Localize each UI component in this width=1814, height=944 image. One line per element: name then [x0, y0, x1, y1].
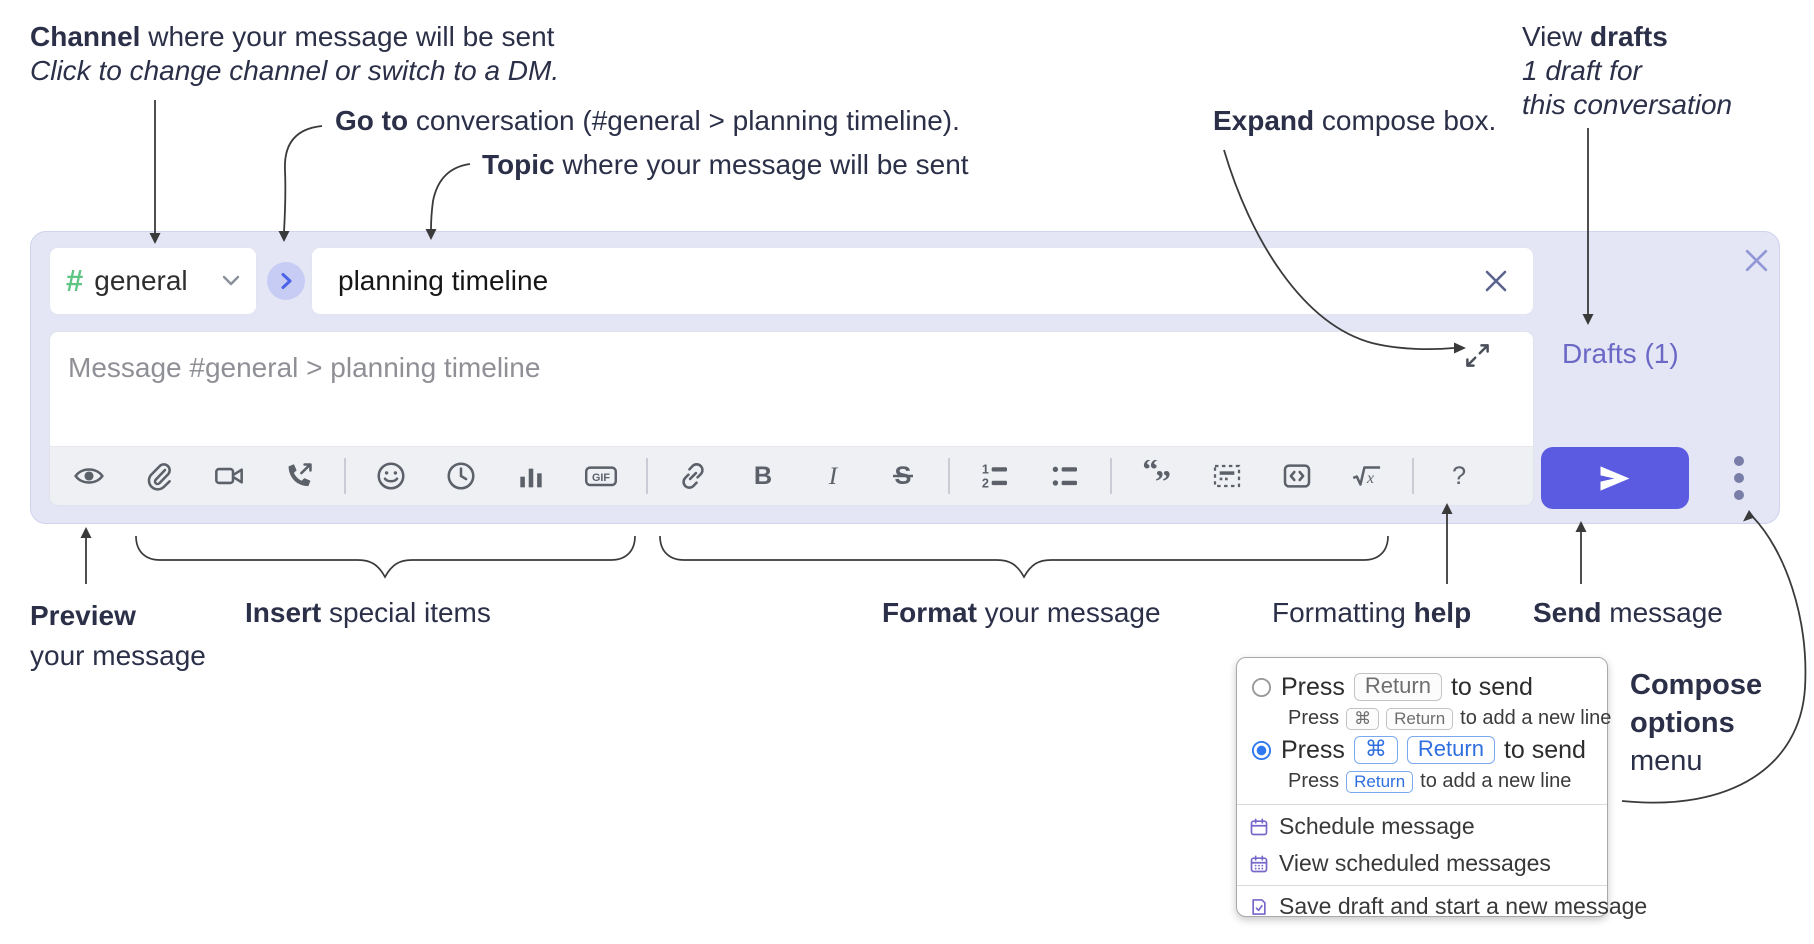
poll-icon[interactable] — [506, 454, 556, 498]
formatting-help-annotation: Formatting help — [1272, 597, 1472, 628]
send-icon — [1600, 465, 1630, 491]
svg-text:”: ” — [1155, 463, 1171, 492]
return-key: Return — [1406, 736, 1495, 764]
toolbar-divider — [1110, 458, 1112, 494]
option-cmd-return-to-send[interactable]: Press ⌘ Return to send — [1251, 733, 1593, 767]
clear-topic-button[interactable] — [1481, 266, 1511, 296]
chevron-down-icon — [222, 275, 240, 287]
svg-text:“: “ — [1142, 460, 1158, 487]
topic-annotation: Topic where your message will be sent — [482, 149, 969, 180]
message-area: Message #general > planning timeline — [49, 331, 1534, 506]
bulleted-list-icon[interactable] — [1040, 454, 1090, 498]
compose-options-button[interactable] — [1719, 447, 1759, 509]
svg-text:2: 2 — [982, 477, 989, 491]
cmd-key: ⌘ — [1353, 736, 1398, 764]
gif-icon[interactable]: GIF — [576, 454, 626, 498]
view-drafts-annotation: View drafts 1 draft for this conversatio… — [1522, 21, 1733, 120]
draft-check-icon — [1252, 898, 1266, 915]
expand-compose-button[interactable] — [1464, 342, 1491, 369]
insert-annotation: Insert special items — [245, 597, 491, 628]
math-icon[interactable]: x — [1342, 454, 1392, 498]
radio-checked-icon — [1251, 740, 1272, 760]
bold-icon[interactable]: B — [738, 454, 788, 498]
audio-call-icon[interactable] — [274, 454, 324, 498]
option-return-subtext: Press ⌘ Return to add a new line — [1288, 707, 1612, 730]
channel-annotation: Channel where your message will be sent … — [30, 21, 560, 86]
ellipsis-dot — [1734, 473, 1744, 483]
spoiler-icon[interactable] — [1202, 454, 1252, 498]
send-annotation: Send message — [1533, 597, 1723, 628]
topic-input[interactable]: planning timeline — [311, 247, 1534, 315]
help-icon[interactable]: ? — [1434, 454, 1484, 498]
compose-box: # general planning timeline Message #gen… — [30, 231, 1780, 524]
menu-divider — [1237, 885, 1607, 886]
toolbar-divider — [646, 458, 648, 494]
chevron-right-icon — [281, 273, 291, 289]
close-icon — [1485, 270, 1507, 292]
svg-text:1: 1 — [982, 463, 989, 477]
option-cmd-return-subtext: Press Return to add a new line — [1288, 770, 1572, 793]
link-icon[interactable] — [668, 454, 718, 498]
channel-hash-icon: # — [66, 263, 84, 298]
expand-annotation: Expand compose box. — [1213, 105, 1497, 136]
emoji-icon[interactable] — [366, 454, 416, 498]
return-key: Return — [1353, 673, 1442, 701]
channel-selector[interactable]: # general — [49, 247, 257, 315]
toolbar-divider — [1412, 458, 1414, 494]
video-call-icon[interactable] — [204, 454, 254, 498]
calendar-icon — [1250, 818, 1268, 835]
svg-text:GIF: GIF — [592, 472, 610, 484]
svg-text:x: x — [1366, 470, 1374, 487]
toolbar-divider — [948, 458, 950, 494]
option-return-to-send[interactable]: Press Return to send — [1251, 670, 1593, 704]
expand-arrows-icon — [1466, 344, 1489, 367]
compose-options-menu: Press Return to send Press ⌘ Return to a… — [1236, 657, 1647, 919]
schedule-message-item[interactable]: Schedule message — [1237, 808, 1607, 845]
quote-icon[interactable]: “” — [1132, 454, 1182, 498]
svg-text:B: B — [754, 462, 772, 490]
preview-eye-icon[interactable] — [64, 454, 114, 498]
return-key: Return — [1386, 707, 1454, 730]
compose-options-annotation: Compose options menu — [1630, 669, 1763, 777]
goto-annotation: Go to conversation (#general > planning … — [335, 105, 960, 136]
message-input[interactable]: Message #general > planning timeline — [49, 331, 1534, 446]
calendar-list-icon — [1250, 855, 1268, 872]
format-annotation: Format your message — [882, 597, 1161, 628]
close-compose-button[interactable] — [1741, 245, 1771, 275]
drafts-link[interactable]: Drafts (1) — [1562, 338, 1679, 369]
send-button[interactable] — [1541, 447, 1689, 509]
strikethrough-icon[interactable]: S — [878, 454, 928, 498]
return-key: Return — [1346, 770, 1414, 793]
code-icon[interactable] — [1272, 454, 1322, 498]
go-to-conversation-button[interactable] — [267, 262, 305, 300]
radio-unchecked-icon — [1251, 677, 1272, 697]
ellipsis-dot — [1734, 456, 1744, 466]
cmd-key: ⌘ — [1346, 707, 1380, 730]
toolbar-divider — [344, 458, 346, 494]
ellipsis-dot — [1734, 490, 1744, 500]
italic-icon[interactable]: I — [808, 454, 858, 498]
attach-file-icon[interactable] — [134, 454, 184, 498]
save-draft-item[interactable]: Save draft and start a new message — [1237, 888, 1647, 925]
view-scheduled-messages-item[interactable]: View scheduled messages — [1237, 845, 1607, 882]
svg-text:?: ? — [1452, 462, 1466, 490]
menu-divider — [1237, 804, 1607, 805]
svg-text:I: I — [828, 462, 839, 490]
message-placeholder: Message #general > planning timeline — [68, 352, 541, 383]
close-icon — [1745, 249, 1767, 271]
channel-name: general — [94, 265, 188, 296]
preview-annotation: Preview your message — [30, 600, 206, 671]
time-icon[interactable] — [436, 454, 486, 498]
